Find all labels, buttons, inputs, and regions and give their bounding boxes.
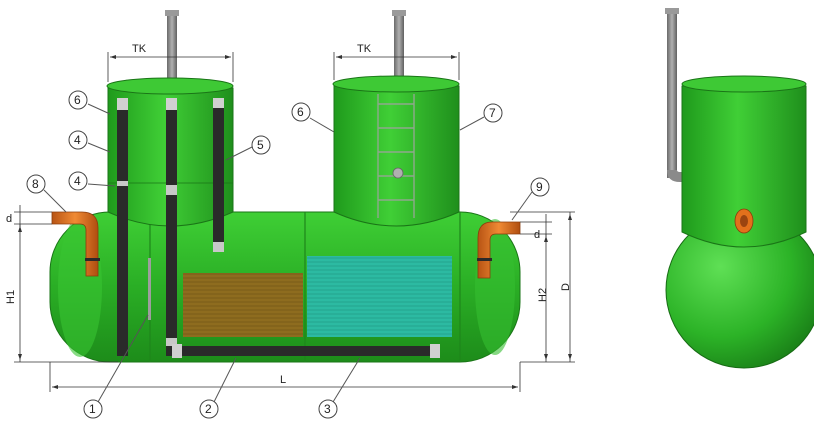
ladder-handle — [392, 167, 404, 179]
dim-d-right: d — [534, 229, 540, 241]
dim-tk-right: TK — [357, 43, 372, 55]
callout-4-bottom: 4 — [74, 174, 81, 188]
filter-block-teal — [307, 256, 452, 337]
callout-1: 1 — [89, 402, 96, 416]
callout-2: 2 — [205, 402, 212, 416]
dim-d-left: d — [6, 213, 12, 225]
ladder — [377, 94, 415, 218]
dim-h2: H2 — [537, 288, 549, 302]
callout-6-left: 6 — [74, 93, 81, 107]
right-shaft — [333, 85, 460, 227]
dim-l: L — [280, 374, 286, 386]
dim-big-d: D — [560, 283, 572, 291]
filter-block-brown — [183, 273, 303, 337]
callout-7: 7 — [489, 106, 496, 120]
vent-pipe-right — [394, 10, 404, 82]
callout-5: 5 — [257, 138, 264, 152]
end-view — [665, 8, 814, 369]
callout-4-top: 4 — [74, 133, 81, 147]
internal-pipes — [117, 98, 440, 358]
side-view — [49, 10, 521, 363]
outlet-elbow — [477, 221, 521, 279]
vent-pipe-left — [167, 10, 177, 82]
callout-9: 9 — [536, 180, 543, 194]
dimensions: TK TK d H1 d H2 D — [5, 43, 575, 392]
callout-3: 3 — [324, 402, 331, 416]
left-shaft-lid — [106, 77, 234, 95]
right-shaft-lid — [332, 75, 460, 93]
end-view-shaft — [681, 85, 807, 248]
dim-tk-left: TK — [132, 43, 147, 55]
callouts: 1 2 3 6 4 4 5 6 7 8 — [26, 90, 550, 419]
callout-6-right: 6 — [297, 105, 304, 119]
dim-h1: H1 — [5, 290, 17, 304]
callout-8: 8 — [32, 177, 39, 191]
